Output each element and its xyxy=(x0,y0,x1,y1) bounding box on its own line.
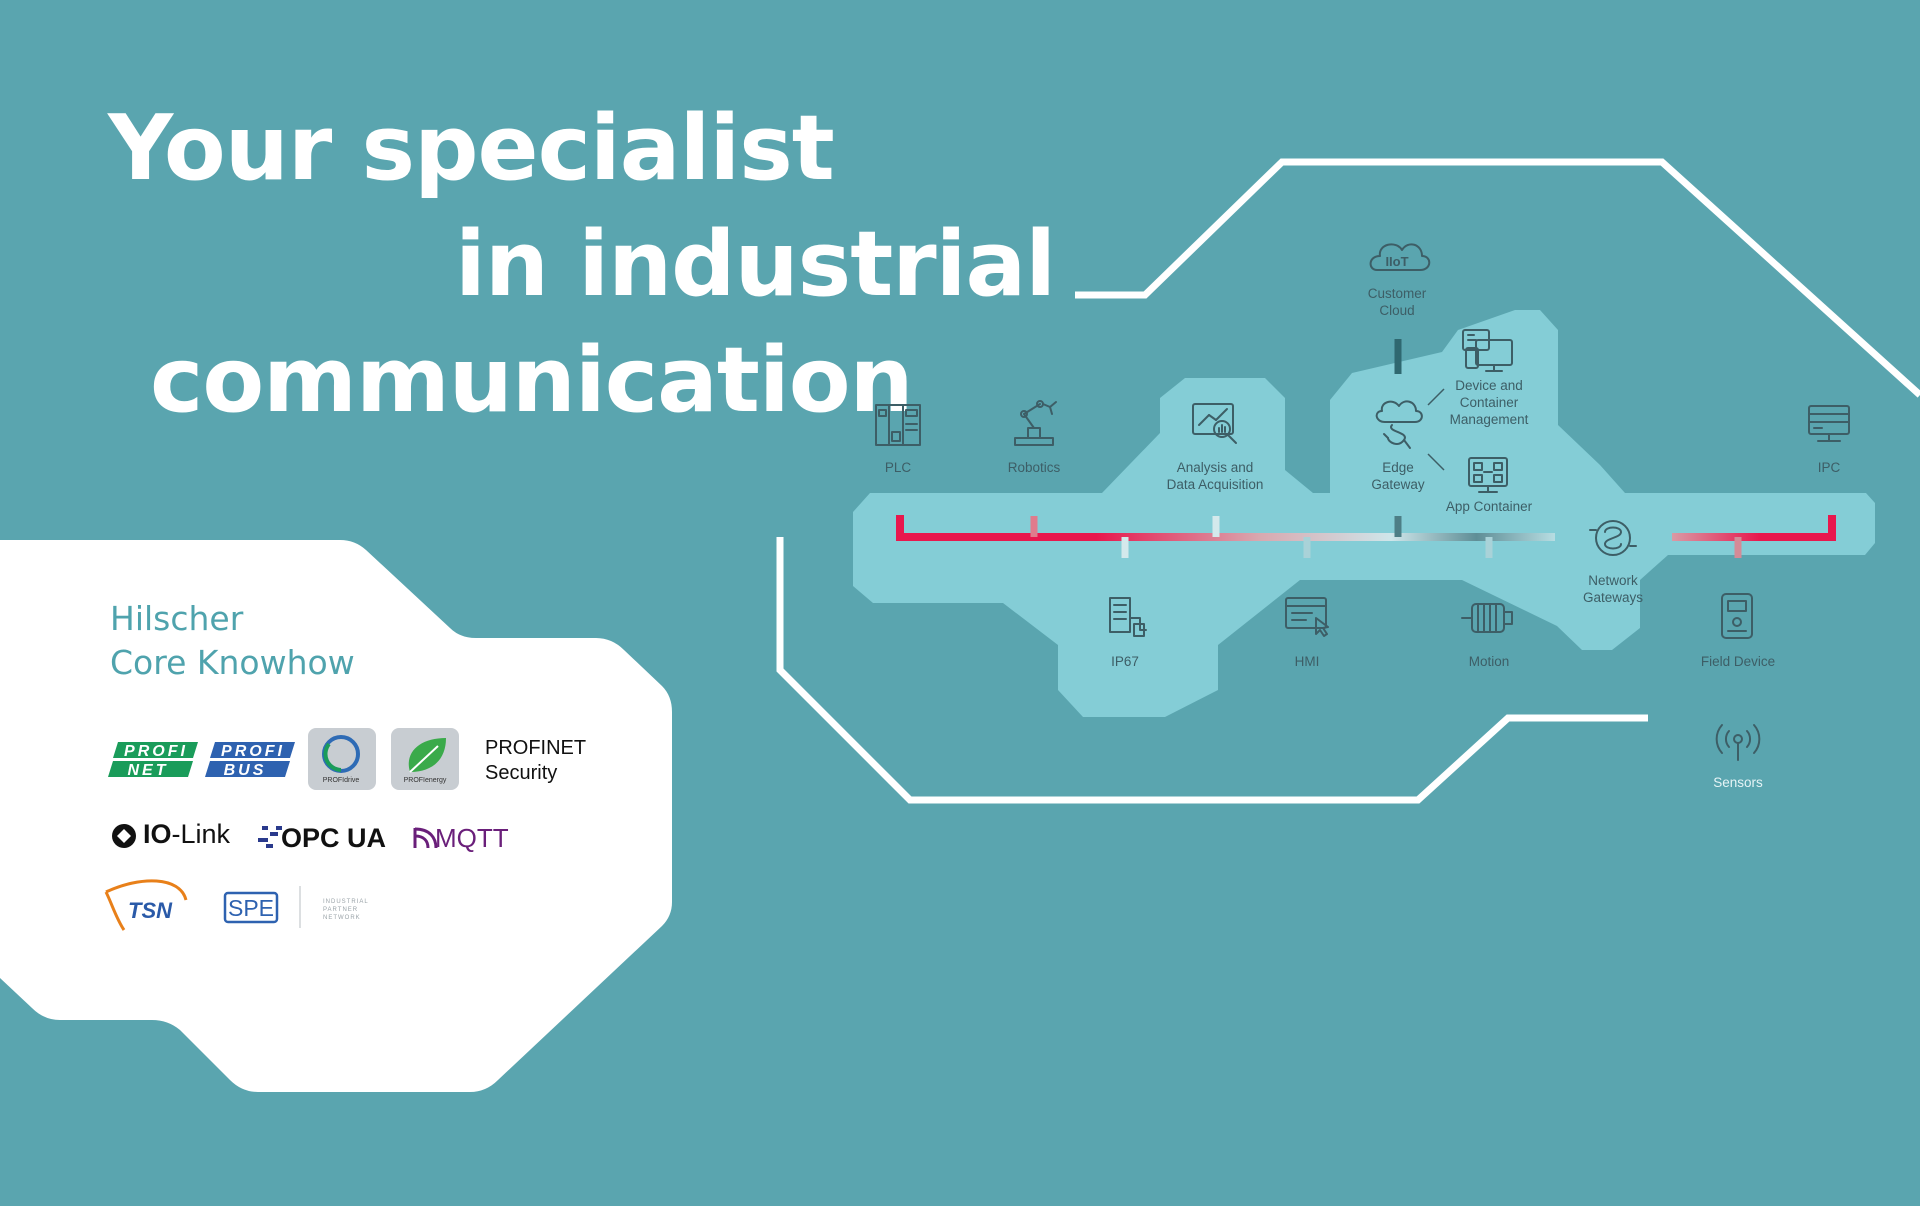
ipn-logo-line-2: PARTNER xyxy=(323,907,358,913)
profinet-security-line-2: Security xyxy=(485,762,558,784)
outline-bottom xyxy=(776,537,1648,804)
ipn-logo-line-3: NETWORK xyxy=(323,915,361,921)
core-knowhow-title-line-1: Hilscher xyxy=(110,599,244,638)
outline-top xyxy=(1075,158,1920,398)
iolink-logo-icon xyxy=(112,824,136,848)
edge-gateway-icon xyxy=(1375,400,1423,449)
device-mgmt-label-2: Container xyxy=(1460,395,1519,410)
network-gw-label-1: Network xyxy=(1588,573,1638,588)
bus-line-right xyxy=(1672,515,1836,541)
profinet-security-line-1: PROFINET xyxy=(485,737,587,759)
ipc-icon xyxy=(1808,405,1850,442)
ipn-logo: INDUSTRIAL PARTNER NETWORK xyxy=(299,886,369,928)
headline-line-1: Your specialist xyxy=(108,96,835,201)
ip67-label: IP67 xyxy=(1111,654,1139,669)
bus-drops xyxy=(1030,516,1742,558)
edge-label-1: Edge xyxy=(1382,460,1414,475)
profibus-logo: PROFI BUS xyxy=(205,742,295,779)
cloud-label-2: Cloud xyxy=(1379,303,1414,318)
profinet-security-logo: PROFINET Security xyxy=(485,736,586,786)
tsn-logo: TSN xyxy=(104,879,188,931)
network-gateway-icon xyxy=(1589,520,1637,556)
cloud-label-1: Customer xyxy=(1368,286,1427,301)
motion-icon xyxy=(1461,603,1513,633)
iolink-logo-text: IO-Link xyxy=(143,819,230,850)
tsn-logo-text: TSN xyxy=(128,898,173,923)
hmi-icon xyxy=(1285,597,1329,637)
field-device-icon xyxy=(1721,593,1753,639)
spe-logo-text: SPE xyxy=(228,895,274,921)
sensor-icon xyxy=(1715,724,1761,761)
ipc-label: IPC xyxy=(1818,460,1841,475)
robotics-icon xyxy=(1014,400,1057,446)
core-knowhow-panel xyxy=(0,540,672,1092)
iolink-logo-text-link: -Link xyxy=(171,819,231,849)
analysis-monitor-icon xyxy=(1192,403,1237,444)
hmi-label: HMI xyxy=(1295,654,1320,669)
plc-label: PLC xyxy=(885,460,912,475)
device-management-icon xyxy=(1462,329,1513,372)
mqtt-logo: MQTT xyxy=(413,823,509,853)
bus-line-left xyxy=(896,515,1555,541)
headline-line-3: communication xyxy=(150,328,914,433)
mqtt-logo-text: MQTT xyxy=(435,823,509,853)
analysis-label-1: Analysis and xyxy=(1177,460,1254,475)
opcua-logo-text: OPC UA xyxy=(281,823,386,853)
sensors-label: Sensors xyxy=(1713,775,1763,790)
profienergy-logo: PROFIenergy xyxy=(391,728,459,790)
motion-label: Motion xyxy=(1469,654,1510,669)
iiot-badge: IIoT xyxy=(1385,254,1408,269)
opcua-logo: OPC UA xyxy=(258,823,386,853)
ipn-logo-line-1: INDUSTRIAL xyxy=(323,899,369,905)
app-container-icon xyxy=(1468,457,1508,493)
profidrive-logo: PROFIdrive xyxy=(308,728,376,790)
spe-logo: SPE xyxy=(223,891,279,924)
analysis-label-2: Data Acquisition xyxy=(1167,477,1264,492)
edge-to-device-connector xyxy=(1427,388,1445,406)
profienergy-logo-label: PROFIenergy xyxy=(404,777,447,784)
network-gw-label-2: Gateways xyxy=(1583,590,1643,605)
field-device-label: Field Device xyxy=(1701,654,1775,669)
device-mgmt-label-3: Management xyxy=(1450,412,1529,427)
iolink-logo-text-io: IO xyxy=(143,819,172,849)
plc-icon xyxy=(875,404,921,446)
headline-line-2: in industrial xyxy=(455,212,1056,317)
profibus-logo-bottom: BUS xyxy=(224,762,267,779)
profidrive-logo-label: PROFIdrive xyxy=(323,777,360,784)
edge-label-2: Gateway xyxy=(1371,477,1425,492)
profinet-logo-bottom: NET xyxy=(128,762,169,779)
profibus-logo-top: PROFI xyxy=(221,743,285,760)
app-container-label: App Container xyxy=(1446,499,1533,514)
profinet-logo-top: PROFI xyxy=(124,743,188,760)
iiot-cloud-icon xyxy=(1369,243,1431,271)
core-knowhow-title-line-2: Core Knowhow xyxy=(110,643,355,682)
ip67-icon xyxy=(1109,597,1147,637)
profinet-logo: PROFI NET xyxy=(108,742,198,779)
robotics-label: Robotics xyxy=(1008,460,1061,475)
edge-to-app-connector xyxy=(1427,453,1445,471)
diagram-area xyxy=(853,310,1875,717)
device-mgmt-label-1: Device and xyxy=(1455,378,1523,393)
